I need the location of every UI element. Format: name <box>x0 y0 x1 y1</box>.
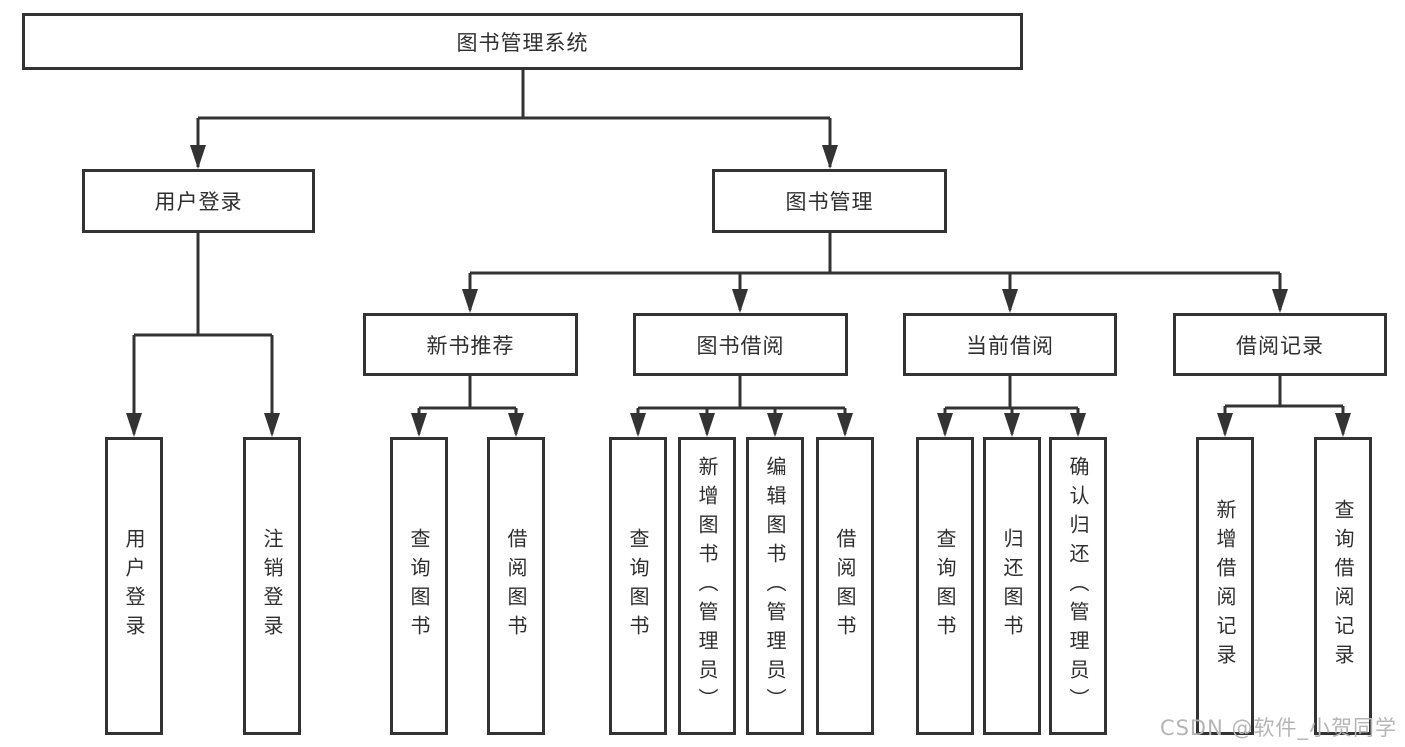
arrowhead-icon <box>837 413 853 437</box>
leaf-current-return-books-label: 归还图书 <box>1000 528 1024 644</box>
leaf-borrow-add-books-admin: 新增图书（管理员） <box>678 437 736 735</box>
arrowhead-icon <box>462 289 478 313</box>
connector-path <box>132 70 1345 434</box>
leaf-logout: 注销登录 <box>243 437 301 735</box>
arrowhead-icon <box>1272 289 1288 313</box>
node-user-login-label: 用户登录 <box>154 190 243 214</box>
arrowhead-icon <box>126 413 142 437</box>
leaf-record-query-borrow-record-label: 查询借阅记录 <box>1331 499 1355 673</box>
arrowhead-icon <box>732 289 748 313</box>
leaf-borrow-edit-books-admin-label: 编辑图书（管理员） <box>763 455 787 717</box>
leaf-record-query-borrow-record: 查询借阅记录 <box>1314 437 1372 735</box>
node-root-label: 图书管理系统 <box>456 30 589 55</box>
leaf-user-login-label: 用户登录 <box>122 528 146 644</box>
arrowhead-icon <box>822 145 838 169</box>
node-root: 图书管理系统 <box>22 13 1023 70</box>
leaf-newbook-borrow-books: 借阅图书 <box>487 437 545 735</box>
leaf-current-query-books: 查询图书 <box>916 437 974 735</box>
node-borrow-record-label: 借阅记录 <box>1236 333 1324 358</box>
arrowhead-icon <box>411 413 427 437</box>
leaf-borrow-query-books-label: 查询图书 <box>626 528 650 644</box>
arrowhead-icon <box>190 145 206 169</box>
node-new-book-recommend: 新书推荐 <box>363 313 578 376</box>
leaf-current-return-books: 归还图书 <box>983 437 1041 735</box>
arrowheads <box>126 145 1351 437</box>
leaf-logout-label: 注销登录 <box>260 528 284 644</box>
arrowhead-icon <box>1002 289 1018 313</box>
leaf-newbook-query-books-label: 查询图书 <box>407 528 431 644</box>
node-current-borrow: 当前借阅 <box>903 313 1117 376</box>
arrowhead-icon <box>1217 413 1233 437</box>
csdn-watermark: CSDN @软件_小贺同学 <box>1159 716 1397 740</box>
leaf-newbook-query-books: 查询图书 <box>390 437 448 735</box>
arrowhead-icon <box>1335 413 1351 437</box>
leaf-borrow-query-books: 查询图书 <box>609 437 667 735</box>
leaf-record-add-borrow-record-label: 新增借阅记录 <box>1213 499 1237 673</box>
node-book-borrow: 图书借阅 <box>633 313 848 376</box>
node-user-login: 用户登录 <box>82 169 315 233</box>
arrowhead-icon <box>1070 413 1086 437</box>
arrowhead-icon <box>1004 413 1020 437</box>
arrowhead-icon <box>937 413 953 437</box>
leaf-newbook-borrow-books-label: 借阅图书 <box>504 528 528 644</box>
node-borrow-record: 借阅记录 <box>1173 313 1387 376</box>
leaf-user-login: 用户登录 <box>105 437 163 735</box>
leaf-borrow-borrow-books-label: 借阅图书 <box>833 528 857 644</box>
leaf-current-query-books-label: 查询图书 <box>933 528 957 644</box>
leaf-current-confirm-return-admin-label: 确认归还（管理员） <box>1066 455 1090 717</box>
arrowhead-icon <box>264 413 280 437</box>
arrowhead-icon <box>508 413 524 437</box>
node-current-borrow-label: 当前借阅 <box>966 333 1054 358</box>
leaf-borrow-edit-books-admin: 编辑图书（管理员） <box>746 437 804 735</box>
node-book-management-label: 图书管理 <box>785 190 874 214</box>
leaf-borrow-add-books-admin-label: 新增图书（管理员） <box>695 455 719 717</box>
arrowhead-icon <box>699 413 715 437</box>
arrowhead-icon <box>767 413 783 437</box>
node-book-management: 图书管理 <box>712 169 947 233</box>
node-new-book-recommend-label: 新书推荐 <box>426 333 515 358</box>
leaf-borrow-borrow-books: 借阅图书 <box>816 437 874 735</box>
arrowhead-icon <box>630 413 646 437</box>
leaf-current-confirm-return-admin: 确认归还（管理员） <box>1049 437 1107 735</box>
leaf-record-add-borrow-record: 新增借阅记录 <box>1196 437 1254 735</box>
node-book-borrow-label: 图书借阅 <box>696 333 785 358</box>
